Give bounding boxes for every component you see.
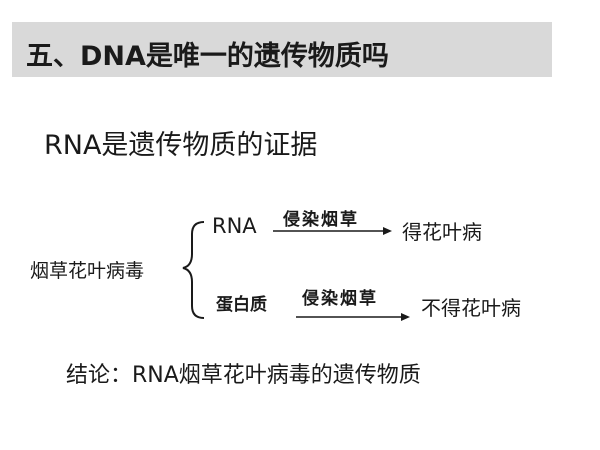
component-rna: RNA — [212, 214, 257, 238]
virus-label: 烟草花叶病毒 — [30, 260, 145, 282]
arrow-rna-head — [383, 227, 392, 235]
conclusion-text: RNA烟草花叶病毒的遗传物质 — [132, 363, 421, 388]
slide-title: 五、DNA是唯一的遗传物质吗 — [26, 41, 389, 72]
title-bar — [12, 22, 552, 77]
curly-brace — [182, 221, 205, 319]
conclusion: 结论：RNA烟草花叶病毒的遗传物质 — [66, 357, 421, 389]
action-protein-infect: 侵染烟草 — [302, 289, 378, 309]
slide-subtitle: RNA是遗传物质的证据 — [44, 130, 318, 161]
result-rna: 得花叶病 — [402, 220, 482, 244]
action-rna-infect: 侵染烟草 — [283, 210, 359, 230]
component-protein: 蛋白质 — [216, 295, 267, 315]
result-protein: 不得花叶病 — [421, 296, 521, 320]
arrow-protein-head — [401, 313, 410, 321]
conclusion-label: 结论： — [66, 363, 133, 388]
